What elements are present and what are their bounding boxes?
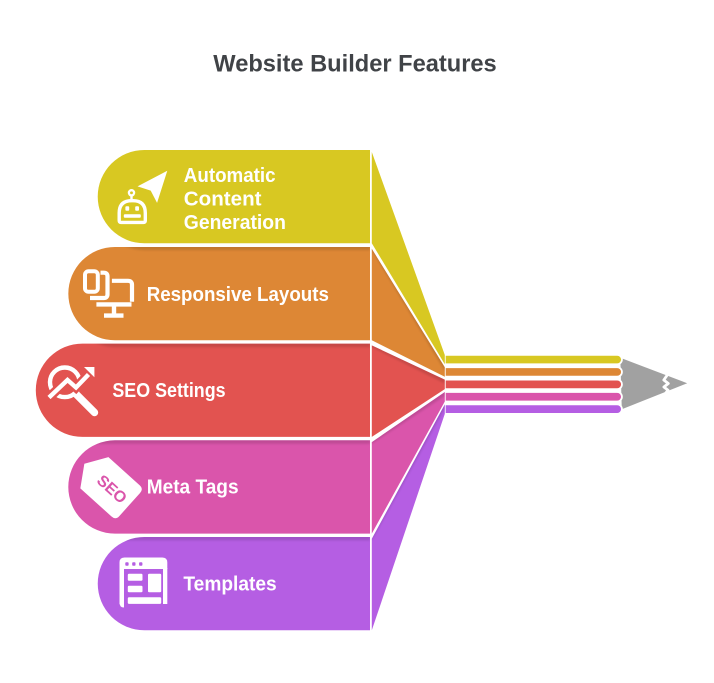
svg-text:Automatic: Automatic (184, 165, 276, 187)
svg-text:Meta Tags: Meta Tags (147, 476, 239, 498)
svg-text:Responsive Layouts: Responsive Layouts (147, 284, 329, 306)
svg-text:Content: Content (184, 189, 262, 211)
svg-text:Templates: Templates (183, 573, 276, 595)
svg-text:SEO Settings: SEO Settings (112, 380, 225, 402)
svg-text:Website Builder Features: Website Builder Features (213, 51, 496, 78)
svg-text:Generation: Generation (184, 212, 286, 234)
